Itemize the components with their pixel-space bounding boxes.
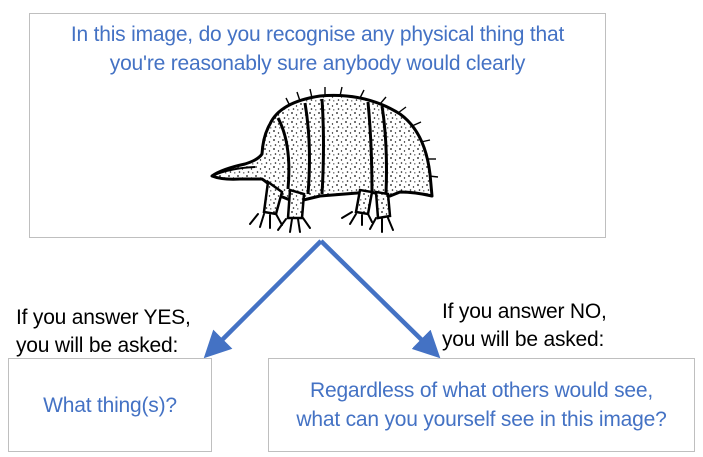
no-question-line-2: what can you yourself see in this image? (296, 408, 667, 431)
yes-arrow (203, 239, 323, 359)
no-branch-label: If you answer NO, you will be asked: (442, 298, 607, 354)
armadillo-illustration (210, 86, 439, 233)
main-question-line-1: In this image, do you recognise any phys… (70, 23, 565, 46)
main-question-line-2: you're reasonably sure anybody would cle… (109, 52, 526, 75)
yes-label-line-2: you will be asked: (16, 334, 179, 357)
yes-question-text: What thing(s)? (43, 393, 177, 417)
no-label-line-2: you will be asked: (442, 328, 605, 351)
no-question-box: Regardless of what others would see, wha… (268, 358, 695, 452)
main-question-text: In this image, do you recognise any phys… (30, 20, 605, 78)
no-label-line-1: If you answer NO, (442, 300, 607, 323)
yes-question-box: What thing(s)? (8, 358, 212, 452)
yes-label-line-1: If you answer YES, (16, 306, 191, 329)
no-question-line-1: Regardless of what others would see, (310, 379, 653, 402)
no-arrow (319, 239, 441, 359)
no-question-text: Regardless of what others would see, wha… (296, 376, 666, 434)
yes-branch-label: If you answer YES, you will be asked: (16, 304, 191, 360)
main-question-box: In this image, do you recognise any phys… (29, 13, 606, 238)
